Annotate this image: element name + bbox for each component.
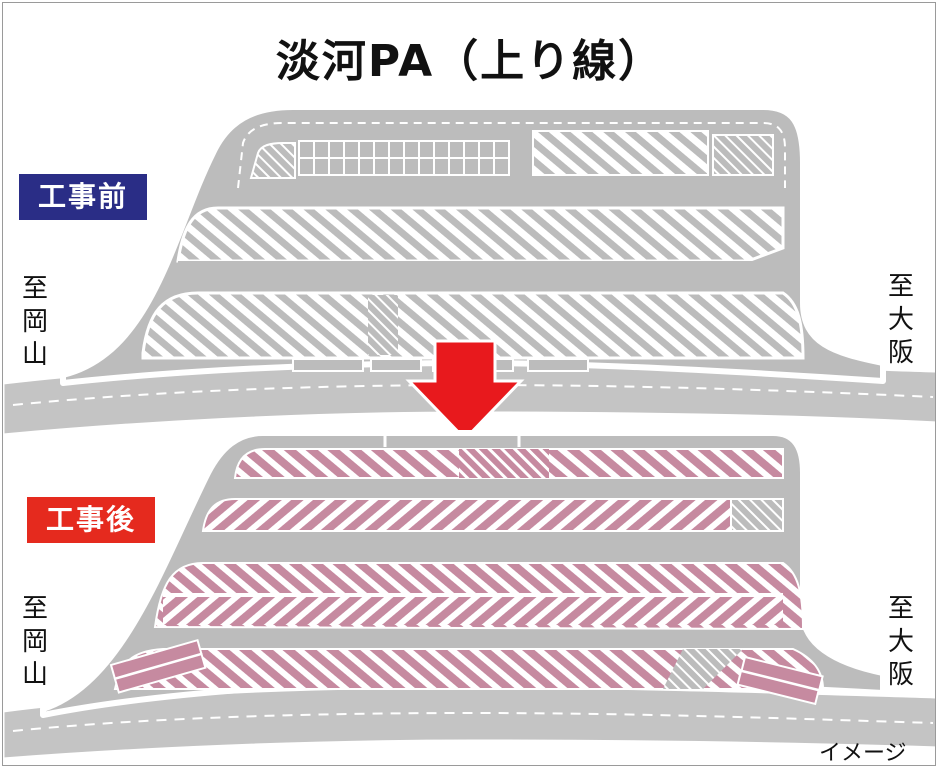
before-row-1-right-hatch (712, 134, 774, 176)
before-row-1-stalls (532, 130, 709, 176)
direction-osaka-bottom: 至 大 阪 (887, 594, 914, 690)
after-entrance-gates (383, 431, 521, 447)
before-row-2-divider (178, 261, 783, 269)
before-row-1-bus-stalls (298, 140, 510, 176)
after-row-4-bus-stalls (109, 638, 824, 706)
before-row-2-stalls (176, 206, 785, 263)
direction-okayama-top: 至 岡 山 (21, 274, 48, 370)
before-construction-badge: 工事前 (19, 174, 147, 220)
page-title: 淡河PA（上り線） (275, 36, 665, 87)
after-row-1-accessible-stalls (459, 449, 549, 478)
down-arrow-icon (405, 339, 525, 442)
before-row-3-stalls (141, 291, 805, 360)
before-layout (3, 104, 935, 437)
direction-osaka-top: 至 大 阪 (887, 272, 914, 368)
before-row-3-thin-hatch (368, 295, 398, 355)
after-row-3-lower-stalls (163, 597, 783, 625)
after-row-2-stalls (201, 498, 784, 532)
after-construction-badge: 工事後 (27, 497, 155, 543)
image-caption: イメージ (819, 741, 907, 766)
after-row-4-center-hatch (663, 649, 743, 689)
after-row-2-right-hatch (730, 498, 784, 532)
direction-okayama-bottom: 至 岡 山 (21, 594, 48, 690)
after-row-3-divider (163, 593, 783, 597)
after-layout (3, 430, 935, 761)
parking-area-map (3, 104, 935, 761)
before-row-1-left-hatch (249, 142, 296, 179)
